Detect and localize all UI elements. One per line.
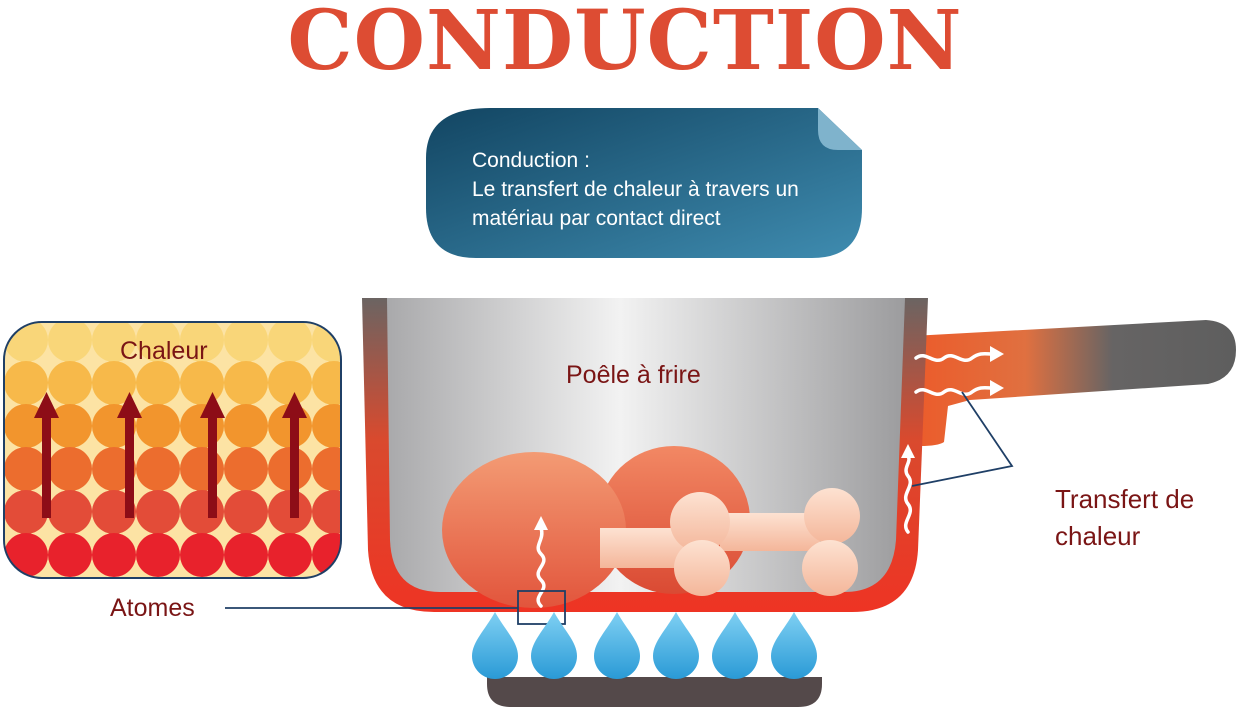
- atom-row-2: [4, 361, 341, 405]
- heat-arrow-icon: [34, 392, 307, 518]
- definition-heading: Conduction :: [472, 149, 590, 172]
- wavy-arrow-heads: [534, 346, 1004, 530]
- definition-line-1: Le transfert de chaleur à travers un: [472, 178, 799, 201]
- atomes-label: Atomes: [110, 594, 195, 622]
- heat-atoms-box: [3, 321, 342, 579]
- pan-label: Poêle à frire: [566, 361, 701, 389]
- atom-row-6: [4, 533, 341, 577]
- definition-text: Conduction : Le transfert de chaleur à t…: [472, 146, 852, 233]
- transfer-label: Transfert de chaleur: [1055, 481, 1194, 555]
- flame-icon: [472, 612, 817, 679]
- transfer-leader-line: [911, 391, 1014, 487]
- wavy-arrow-icon: [536, 351, 994, 608]
- burner: [487, 677, 822, 707]
- definition-line-2: matériau par contact direct: [472, 207, 721, 230]
- pan-handle: [912, 320, 1236, 446]
- chaleur-label: Chaleur: [120, 337, 208, 365]
- atom-row-1: [4, 322, 341, 362]
- definition-box: [426, 108, 862, 258]
- page-title: CONDUCTION: [287, 0, 963, 89]
- transfer-label-line-1: Transfert de: [1055, 484, 1195, 514]
- transfer-label-line-2: chaleur: [1055, 521, 1141, 551]
